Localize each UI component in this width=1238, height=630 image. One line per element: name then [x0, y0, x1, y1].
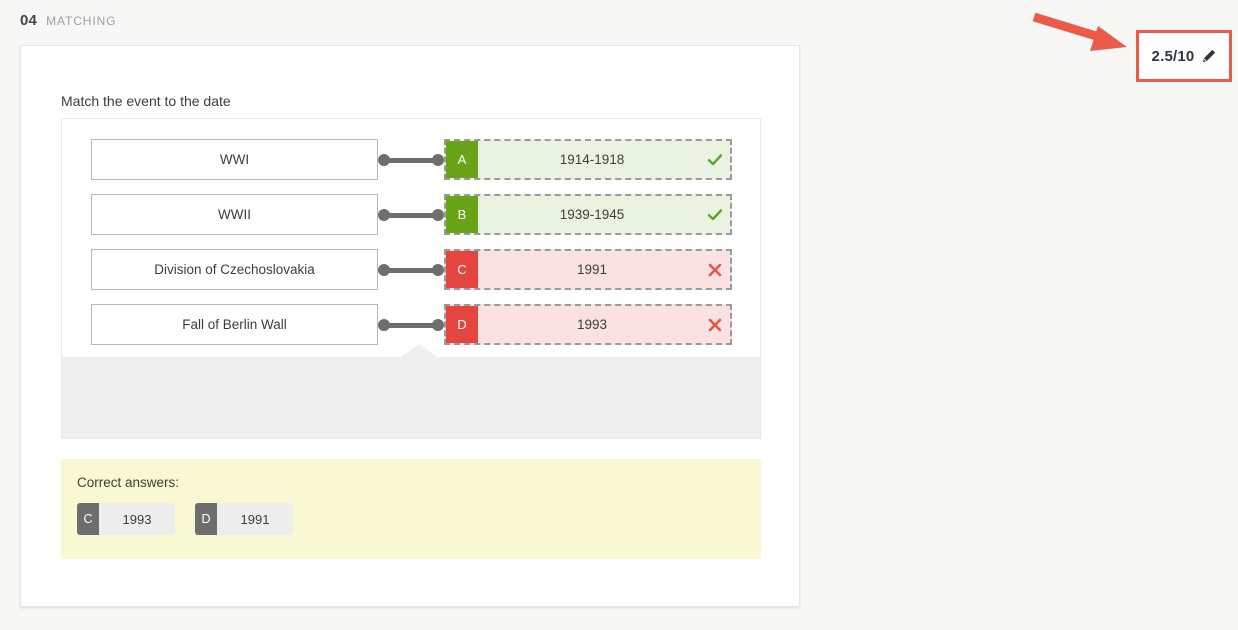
connector-knob-right: [432, 153, 444, 166]
correct-answers-chips: C 1993 D 1991: [77, 503, 761, 535]
correct-answer-chip: C 1993: [77, 503, 175, 535]
connector-bar: [382, 267, 440, 273]
term-box[interactable]: WWII: [91, 194, 378, 235]
connector-bar: [382, 212, 440, 218]
question-prompt: Match the event to the date: [61, 93, 231, 109]
check-icon: [707, 152, 723, 168]
term-label: WWI: [219, 152, 250, 167]
answer-letter-badge: A: [446, 141, 478, 178]
term-label: WWII: [218, 207, 251, 222]
question-type-label: MATCHING: [46, 14, 117, 28]
connector-knob-right: [432, 318, 444, 331]
matching-row: WWII B 1939-1945: [62, 194, 760, 235]
correct-answers-title: Correct answers:: [77, 475, 180, 490]
chip-letter-badge: C: [77, 503, 99, 535]
question-number: 04: [20, 12, 38, 29]
matching-row: Division of Czechoslovakia C 1991: [62, 249, 760, 290]
connector-knob-right: [432, 208, 444, 221]
cross-icon: [707, 262, 723, 278]
answer-value: 1991: [576, 262, 608, 277]
matching-rows: WWI A 1914-1918 WWII: [62, 119, 760, 357]
connector-bar: [382, 157, 440, 163]
pencil-icon[interactable]: [1202, 49, 1216, 63]
chip-letter-badge: D: [195, 503, 217, 535]
answer-slot[interactable]: C 1991: [444, 249, 732, 290]
annotation-arrow-icon: [1032, 12, 1127, 51]
answer-value: 1939-1945: [559, 207, 625, 222]
score-value: 2.5/10: [1151, 47, 1195, 65]
connector-line[interactable]: [378, 208, 444, 222]
answer-dropzone[interactable]: [62, 344, 760, 438]
term-box[interactable]: WWI: [91, 139, 378, 180]
correct-answers-panel: Correct answers: C 1993 D 1991: [61, 459, 761, 559]
dropzone-notch-icon: [401, 344, 437, 357]
answer-letter-badge: C: [446, 251, 478, 288]
connector-line[interactable]: [378, 263, 444, 277]
connector-line[interactable]: [378, 153, 444, 167]
answer-value: 1993: [576, 317, 608, 332]
connector-line[interactable]: [378, 318, 444, 332]
chip-value: 1991: [217, 503, 293, 535]
correct-answer-chip: D 1991: [195, 503, 293, 535]
connector-bar: [382, 322, 440, 328]
matching-row: WWI A 1914-1918: [62, 139, 760, 180]
check-icon: [707, 207, 723, 223]
connector-knob-right: [432, 263, 444, 276]
answer-letter-badge: D: [446, 306, 478, 343]
term-label: Fall of Berlin Wall: [182, 317, 287, 332]
question-card: Match the event to the date WWI A 1914-1…: [20, 45, 800, 607]
matching-row: Fall of Berlin Wall D 1993: [62, 304, 760, 345]
term-box[interactable]: Fall of Berlin Wall: [91, 304, 378, 345]
answer-letter-badge: B: [446, 196, 478, 233]
term-label: Division of Czechoslovakia: [154, 262, 315, 277]
answer-slot[interactable]: B 1939-1945: [444, 194, 732, 235]
chip-value: 1993: [99, 503, 175, 535]
term-box[interactable]: Division of Czechoslovakia: [91, 249, 378, 290]
cross-icon: [707, 317, 723, 333]
matching-panel: WWI A 1914-1918 WWII: [61, 118, 761, 439]
answer-slot[interactable]: D 1993: [444, 304, 732, 345]
question-header: 04 MATCHING: [20, 12, 116, 29]
answer-value: 1914-1918: [559, 152, 625, 167]
score-box[interactable]: 2.5/10: [1136, 30, 1232, 82]
answer-slot[interactable]: A 1914-1918: [444, 139, 732, 180]
